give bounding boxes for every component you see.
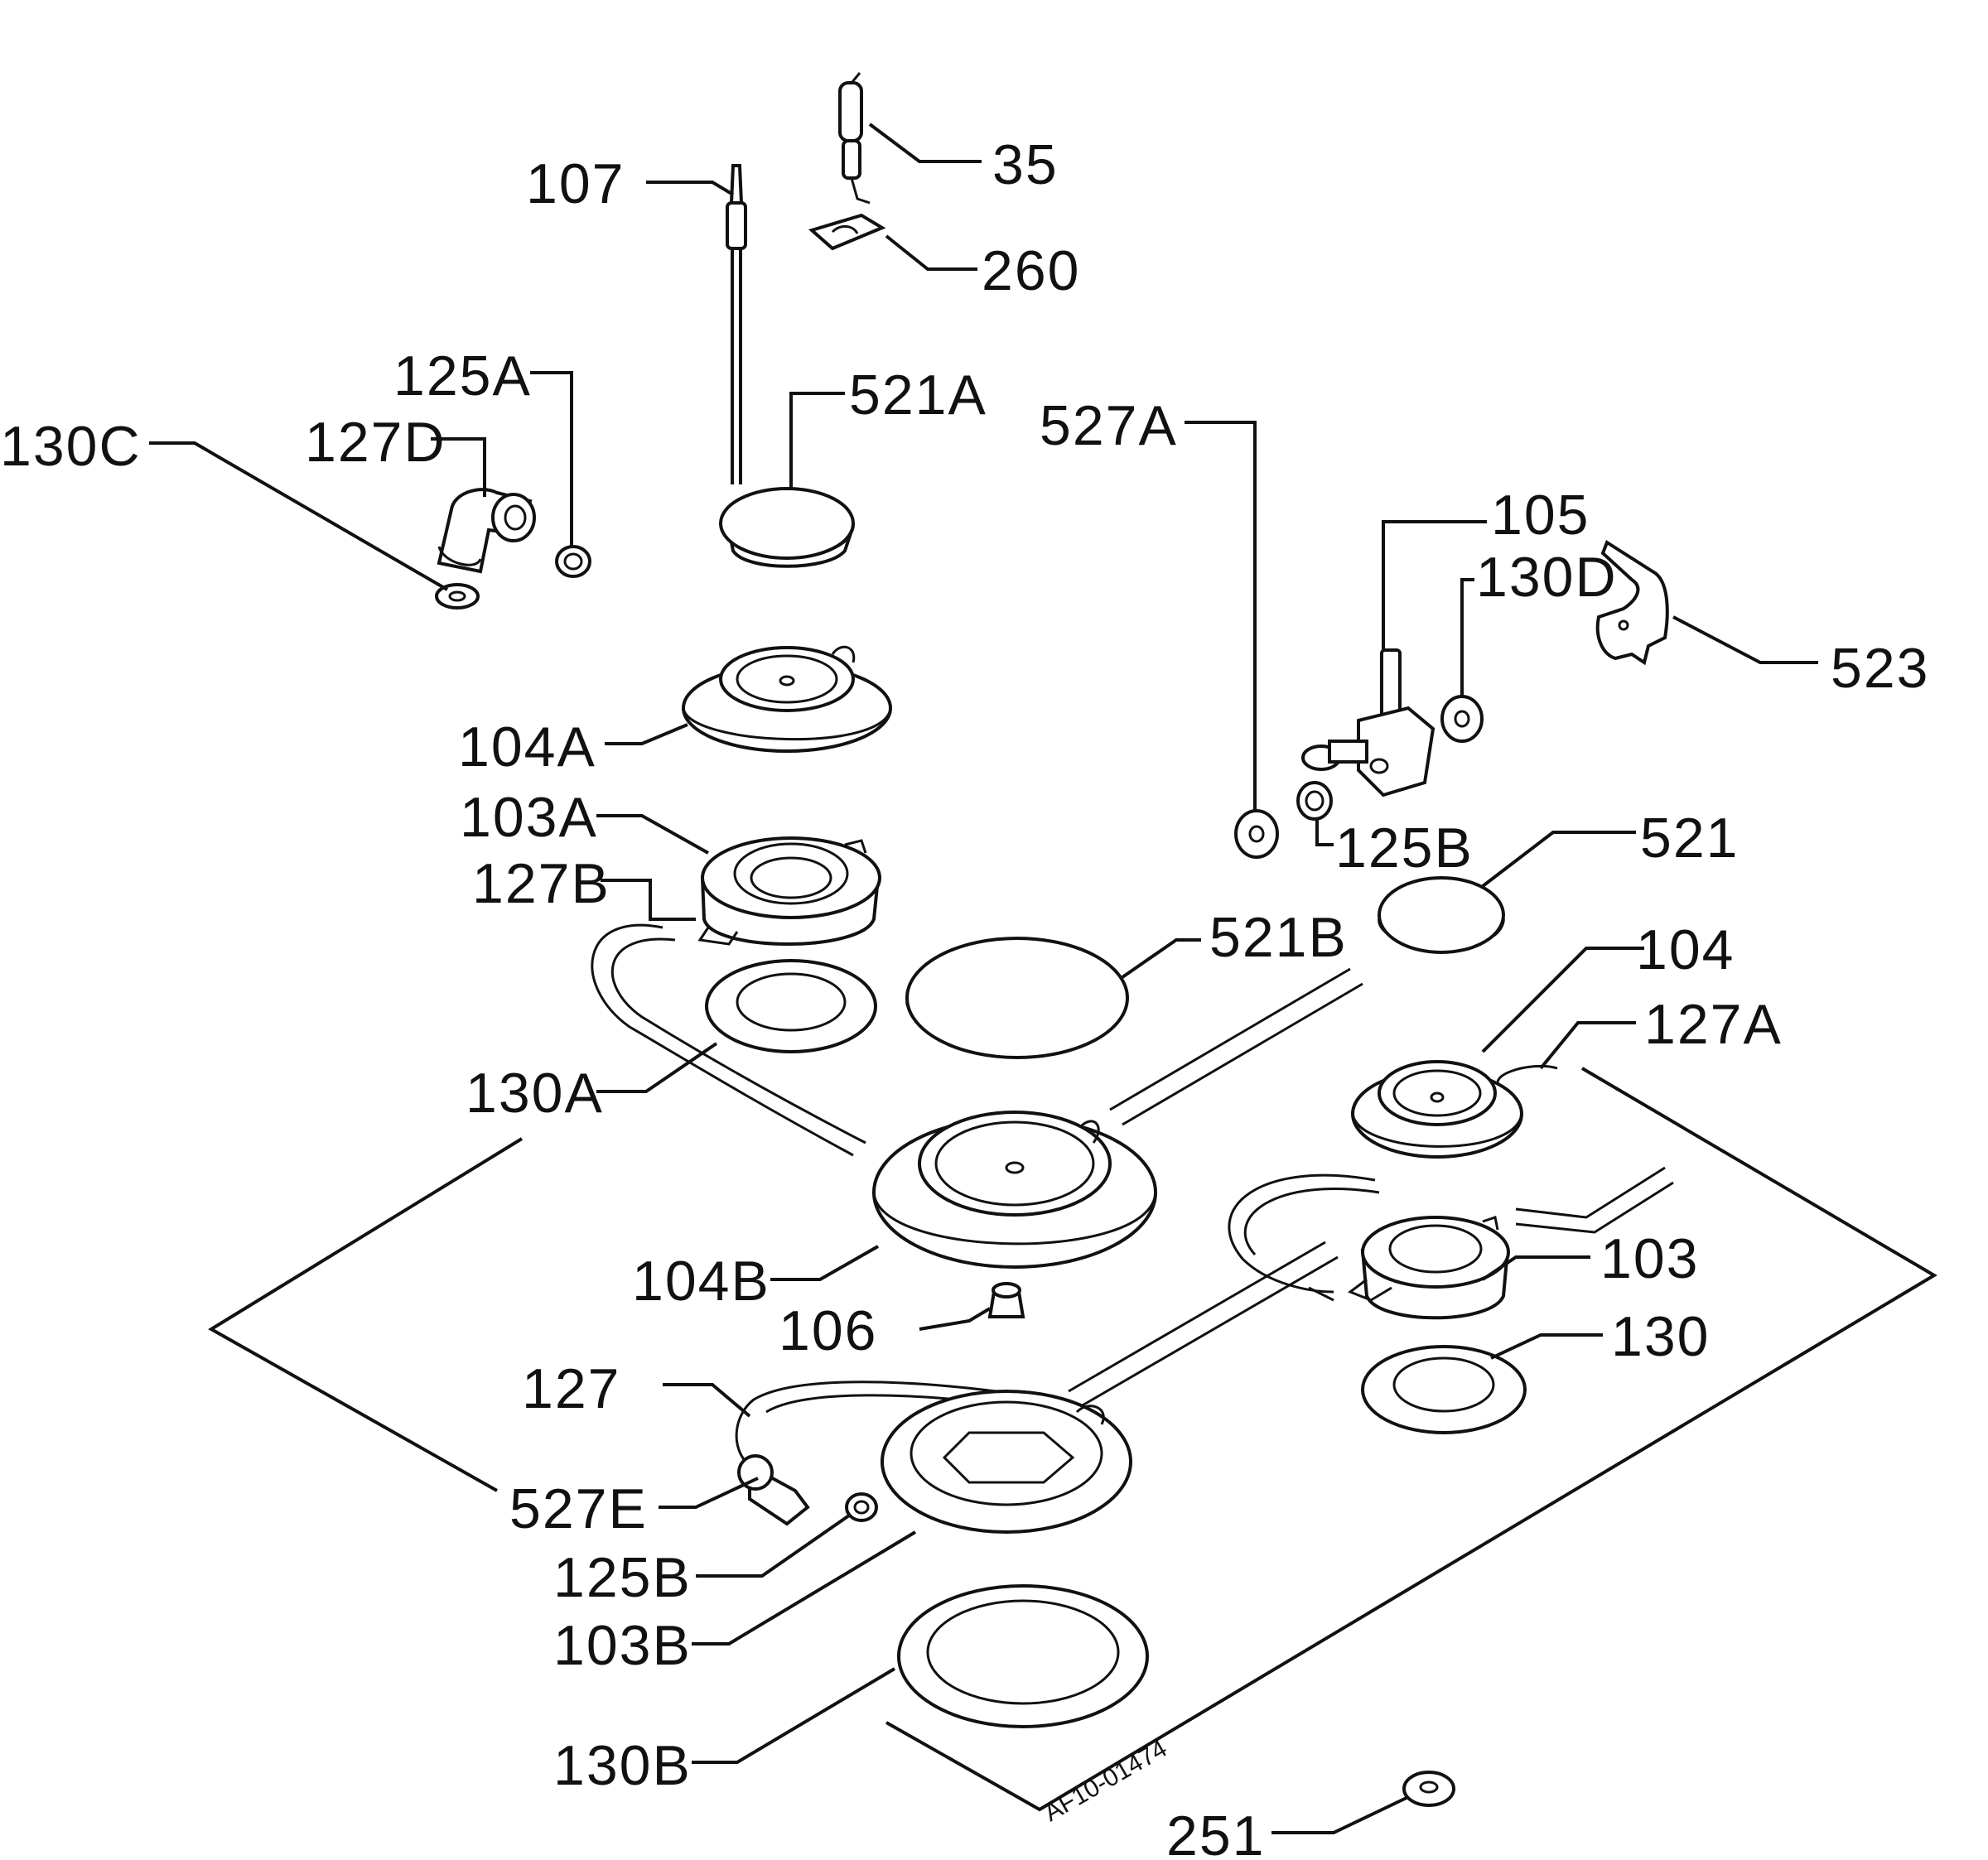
part-521B-burner-cap — [905, 937, 1129, 1059]
label-125B-lower: 125B — [553, 1546, 692, 1609]
part-130D-washer — [1440, 695, 1484, 743]
label-521A: 521A — [849, 364, 987, 426]
part-127D-elbow-fitting — [437, 488, 536, 574]
part-130C-washer — [435, 583, 480, 610]
leader-lines — [149, 123, 1818, 1834]
gas-pipes — [591, 923, 1674, 1462]
part-103-burner-body — [1347, 1216, 1510, 1320]
label-260: 260 — [982, 239, 1080, 302]
label-104B: 104B — [632, 1250, 770, 1313]
label-130: 130 — [1611, 1305, 1710, 1368]
part-125B-nut-lower — [845, 1492, 878, 1522]
label-104: 104 — [1636, 918, 1735, 981]
part-106-injector — [987, 1282, 1025, 1318]
hob-outline — [208, 1067, 1937, 1812]
part-103B-burner-body — [881, 1390, 1132, 1534]
label-130B: 130B — [553, 1734, 692, 1797]
label-251: 251 — [1166, 1805, 1265, 1860]
part-125B-nut-upper — [1296, 781, 1333, 821]
label-104A: 104A — [458, 716, 596, 778]
part-527E-fitting — [737, 1454, 810, 1526]
part-104A-burner-head — [682, 645, 892, 753]
label-103B: 103B — [553, 1614, 692, 1677]
label-103A: 103A — [460, 786, 598, 849]
part-35-igniter — [838, 72, 871, 205]
part-130-seal — [1361, 1345, 1527, 1434]
label-103: 103 — [1600, 1227, 1699, 1290]
label-521: 521 — [1640, 807, 1739, 870]
label-127B: 127B — [472, 852, 610, 915]
part-260-clip — [808, 213, 886, 251]
label-521B: 521B — [1209, 906, 1348, 969]
label-127A: 127A — [1644, 993, 1783, 1056]
label-527E: 527E — [509, 1477, 648, 1540]
part-130B-seal — [897, 1584, 1149, 1728]
part-527A-nut — [1234, 809, 1279, 859]
label-107: 107 — [526, 152, 625, 215]
part-130A-seal — [705, 959, 877, 1053]
label-127: 127 — [522, 1357, 620, 1420]
label-35: 35 — [992, 133, 1059, 196]
drawing-reference: AF10-01474 — [1040, 1735, 1172, 1827]
label-130A: 130A — [466, 1062, 604, 1125]
label-527A: 527A — [1040, 394, 1178, 457]
label-106: 106 — [779, 1299, 877, 1362]
label-523: 523 — [1831, 637, 1929, 700]
label-127D: 127D — [305, 411, 446, 474]
part-103A-burner-body — [697, 836, 881, 946]
part-labels: 35 260 107 125A 521A 527A 130C 127D 105 … — [0, 133, 1929, 1860]
part-523-bracket — [1595, 540, 1669, 666]
label-125A: 125A — [393, 345, 532, 407]
part-251-grommet — [1402, 1771, 1455, 1807]
part-105-valve — [1301, 648, 1436, 797]
label-105: 105 — [1491, 484, 1590, 547]
part-521-burner-cap — [1378, 876, 1505, 954]
part-104B-burner-head — [872, 1111, 1157, 1269]
part-107-thermocouple — [726, 164, 747, 484]
part-104-burner-head — [1351, 1060, 1523, 1159]
part-521A-burner-cap — [719, 487, 855, 568]
part-125A-nut — [555, 545, 591, 578]
label-125B-upper: 125B — [1335, 817, 1474, 879]
label-130D: 130D — [1476, 546, 1618, 609]
label-130C: 130C — [0, 415, 142, 478]
